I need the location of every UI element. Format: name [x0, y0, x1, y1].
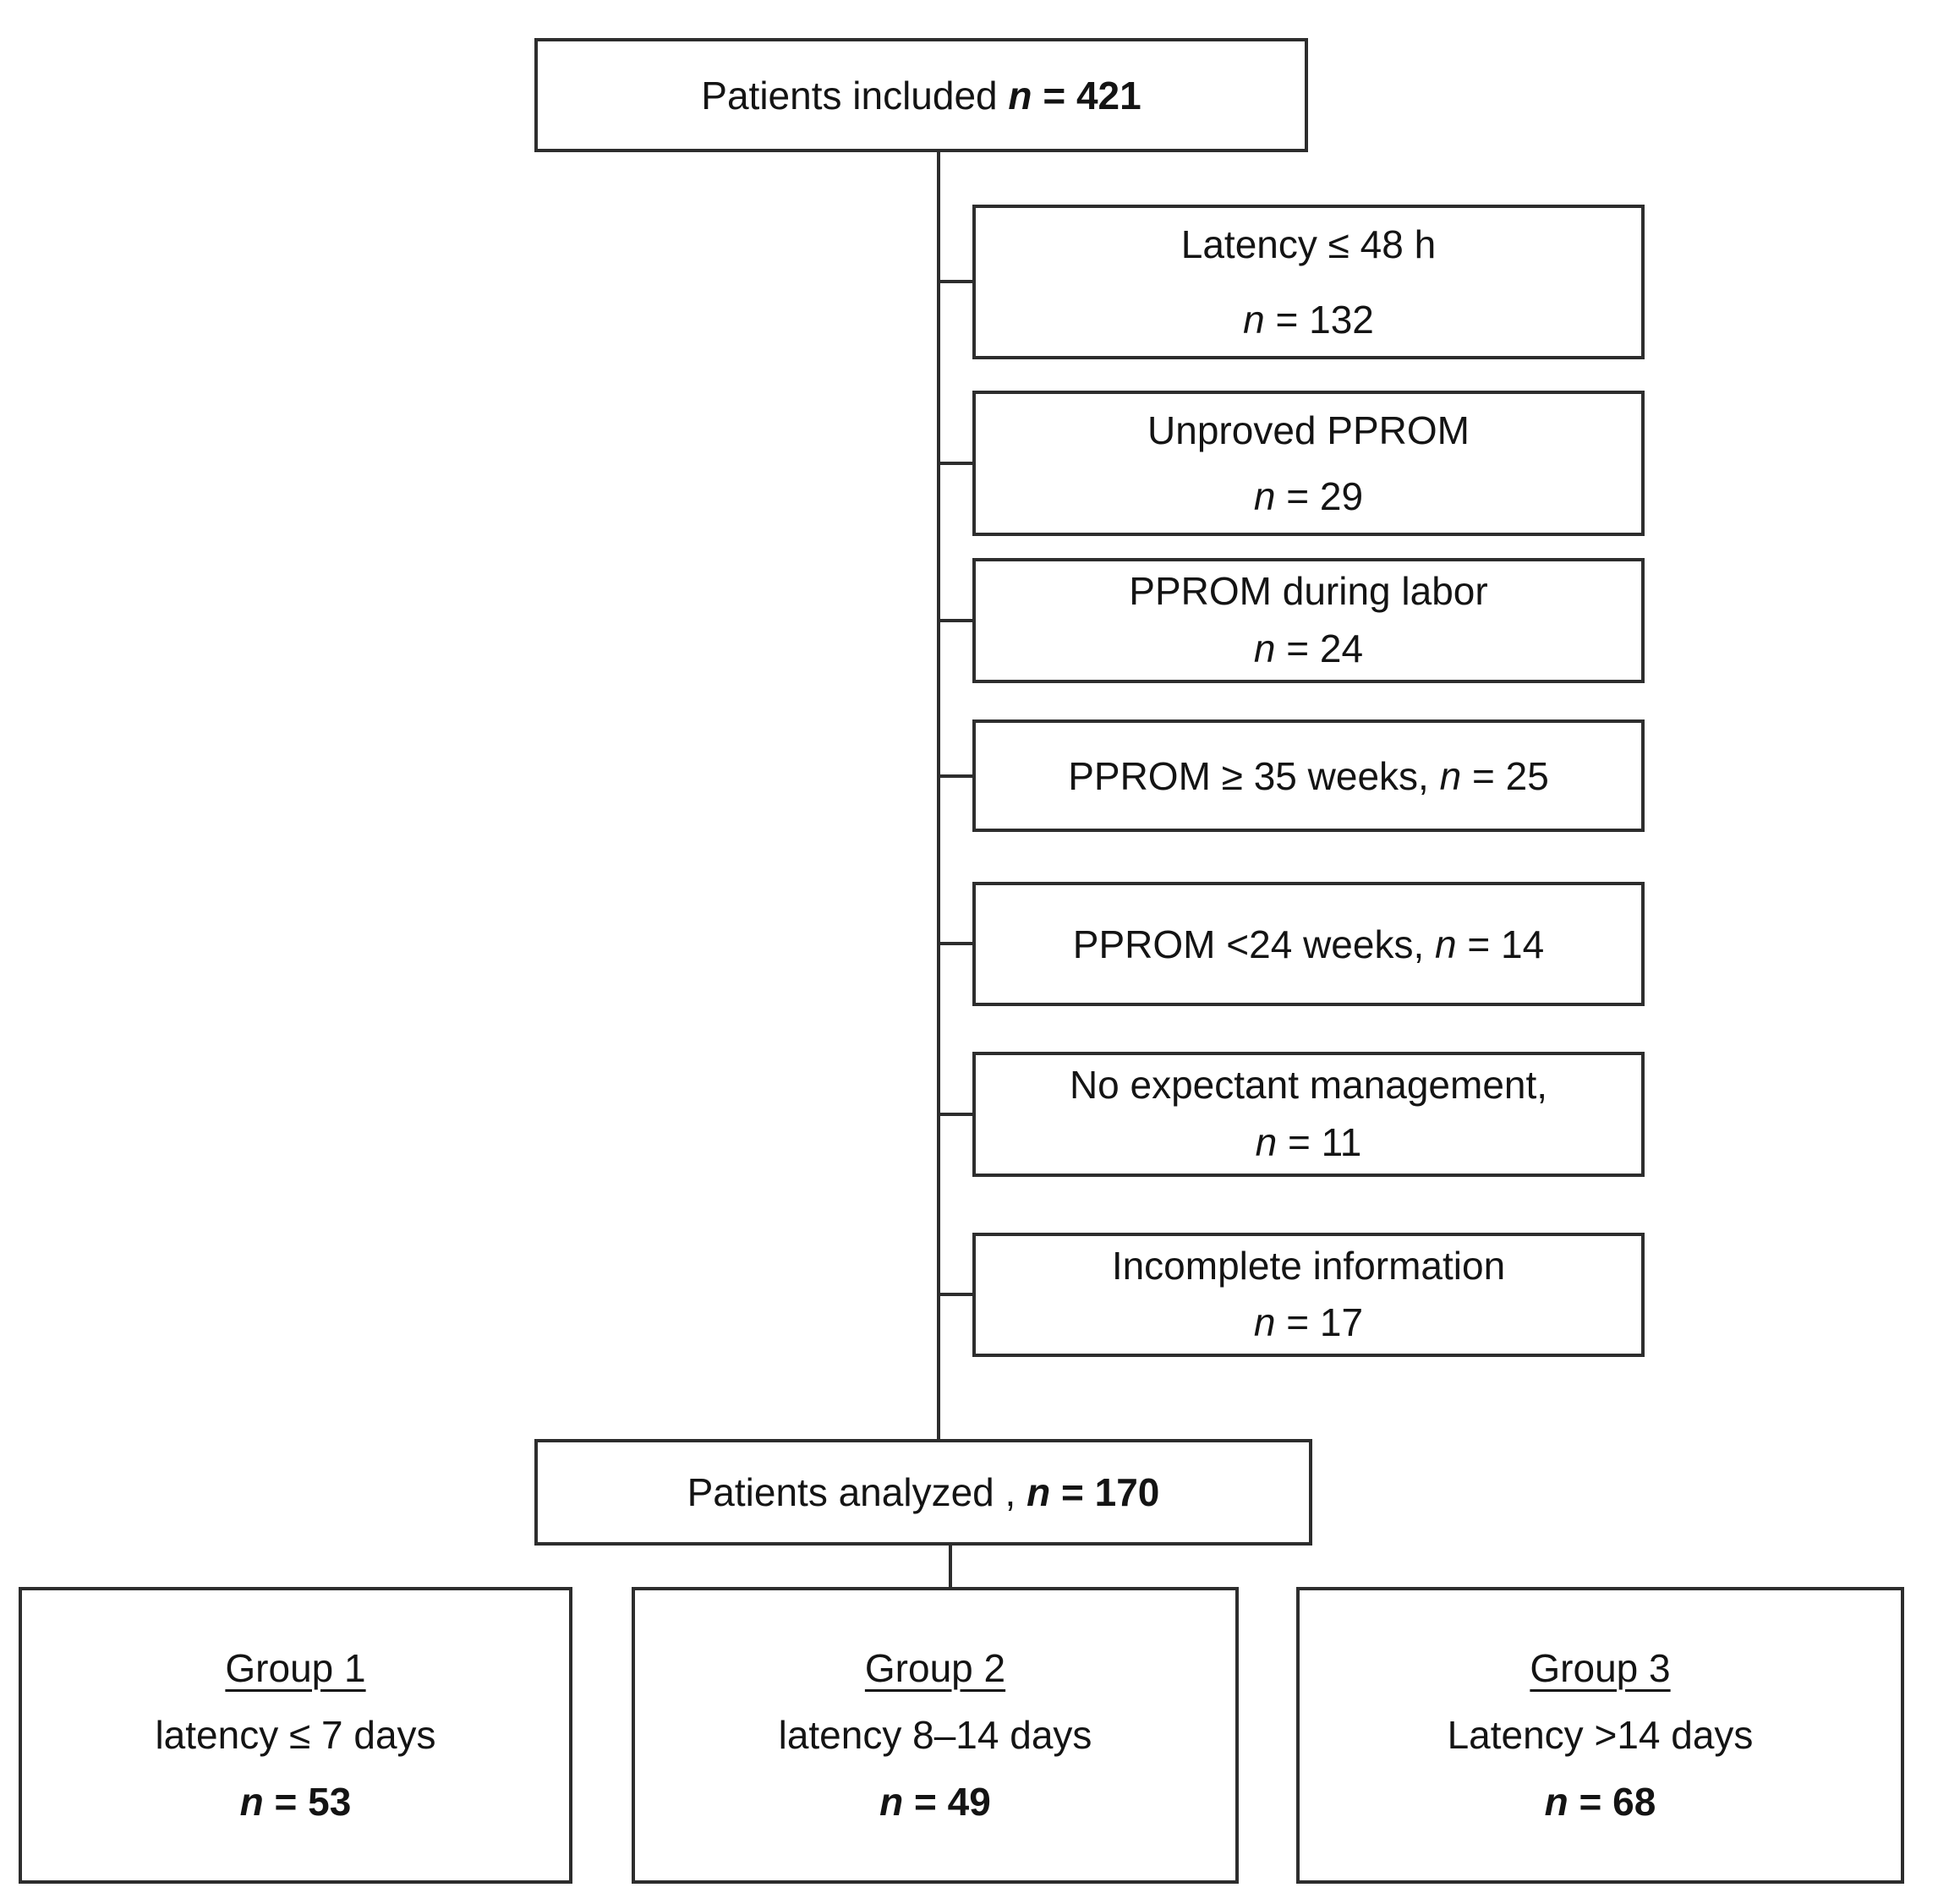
exclusion-box-no-expectant-management: No expectant management, n = 11 [972, 1052, 1645, 1177]
n-symbol: n [1253, 1300, 1276, 1344]
group-1-box: Group 1 latency ≤ 7 days n = 53 [19, 1587, 572, 1884]
n-symbol: n [1255, 1120, 1278, 1164]
patients-analyzed-box: Patients analyzed , n = 170 [534, 1439, 1312, 1546]
n-value: = 14 [1467, 922, 1545, 966]
exclusion-text: PPROM <24 weeks, n = 14 [1073, 922, 1544, 967]
n-value: = 53 [274, 1780, 352, 1825]
n-value: = 29 [1286, 474, 1364, 518]
patients-analyzed-text: Patients analyzed , n = 170 [687, 1469, 1160, 1515]
exclusion-label: PPROM ≥ 35 weeks, [1068, 753, 1429, 798]
n-value: = 17 [1286, 1300, 1364, 1344]
n-symbol: n [1253, 474, 1276, 518]
n-symbol: n [1008, 73, 1032, 118]
exclusion-label: PPROM during labor [1129, 569, 1488, 613]
group-3-n: n = 68 [1545, 1769, 1656, 1836]
n-value: = 421 [1043, 73, 1141, 118]
group-2-criteria: latency 8–14 days [778, 1712, 1092, 1757]
branch-line-6 [937, 1113, 976, 1116]
exclusion-label: Latency ≤ 48 h [1180, 222, 1437, 266]
branch-line-5 [937, 942, 976, 945]
n-value: = 68 [1579, 1780, 1656, 1825]
exclusion-label: Incomplete information [1111, 1244, 1506, 1288]
patients-analyzed-n: n = 170 [1026, 1470, 1159, 1514]
exclusion-label: Unproved PPROM [1147, 408, 1470, 452]
branch-line-3 [937, 619, 976, 622]
group-1-n: n = 53 [240, 1769, 352, 1836]
exclusion-box-pprom-during-labor: PPROM during labor n = 24 [972, 558, 1645, 683]
branch-line-4 [937, 774, 976, 778]
exclusion-n: n = 11 [1256, 1119, 1362, 1165]
branch-line-1 [937, 280, 976, 283]
group-3-box: Group 3 Latency >14 days n = 68 [1296, 1587, 1904, 1884]
exclusion-box-pprom-ge-35-weeks: PPROM ≥ 35 weeks, n = 25 [972, 719, 1645, 832]
patients-included-n: n = 421 [1008, 74, 1141, 118]
n-symbol: n [1243, 298, 1265, 342]
patients-included-box: Patients included n = 421 [534, 38, 1308, 152]
n-symbol: n [879, 1780, 904, 1825]
n-value: = 11 [1287, 1120, 1362, 1164]
group-1-criteria: latency ≤ 7 days [155, 1712, 436, 1757]
n-symbol: n [239, 1780, 264, 1825]
n-value: = 24 [1286, 626, 1364, 670]
patients-analyzed-label: Patients analyzed , [687, 1470, 1016, 1514]
n-symbol: n [1435, 922, 1457, 966]
exclusion-box-incomplete-information: Incomplete information n = 17 [972, 1233, 1645, 1357]
exclusion-box-latency-48h: Latency ≤ 48 h n = 132 [972, 205, 1645, 359]
n-value: = 170 [1060, 1470, 1160, 1514]
patients-included-text: Patients included n = 421 [701, 73, 1141, 118]
n-symbol: n [1544, 1780, 1568, 1825]
exclusion-label: No expectant management, [1069, 1063, 1548, 1107]
exclusion-text: PPROM ≥ 35 weeks, n = 25 [1068, 753, 1549, 799]
group-2-n: n = 49 [879, 1769, 991, 1836]
n-value: = 132 [1275, 298, 1374, 342]
n-value: = 25 [1471, 753, 1549, 798]
group-1-title: Group 1 [225, 1645, 366, 1690]
n-symbol: n [1253, 626, 1276, 670]
n-symbol: n [1439, 753, 1462, 798]
exclusion-n: n = 17 [1254, 1299, 1363, 1345]
exclusion-n: n = 29 [1254, 473, 1363, 519]
trunk-line-lower [949, 1544, 952, 1588]
group-2-box: Group 2 latency 8–14 days n = 49 [632, 1587, 1239, 1884]
group-3-criteria: Latency >14 days [1447, 1712, 1754, 1757]
n-symbol: n [1026, 1470, 1051, 1514]
n-value: = 49 [914, 1780, 991, 1825]
group-2-title: Group 2 [864, 1645, 1006, 1690]
patients-included-label: Patients included [701, 73, 998, 118]
exclusion-box-unproved-pprom: Unproved PPROM n = 29 [972, 391, 1645, 536]
exclusion-n: n = 132 [1243, 297, 1374, 342]
trunk-line-upper [937, 152, 940, 1441]
group-3-title: Group 3 [1530, 1645, 1671, 1690]
exclusion-n: n = 24 [1254, 626, 1363, 671]
exclusion-label: PPROM <24 weeks, [1072, 922, 1425, 966]
branch-line-7 [937, 1293, 976, 1296]
branch-line-2 [937, 462, 976, 465]
exclusion-box-pprom-lt-24-weeks: PPROM <24 weeks, n = 14 [972, 882, 1645, 1006]
